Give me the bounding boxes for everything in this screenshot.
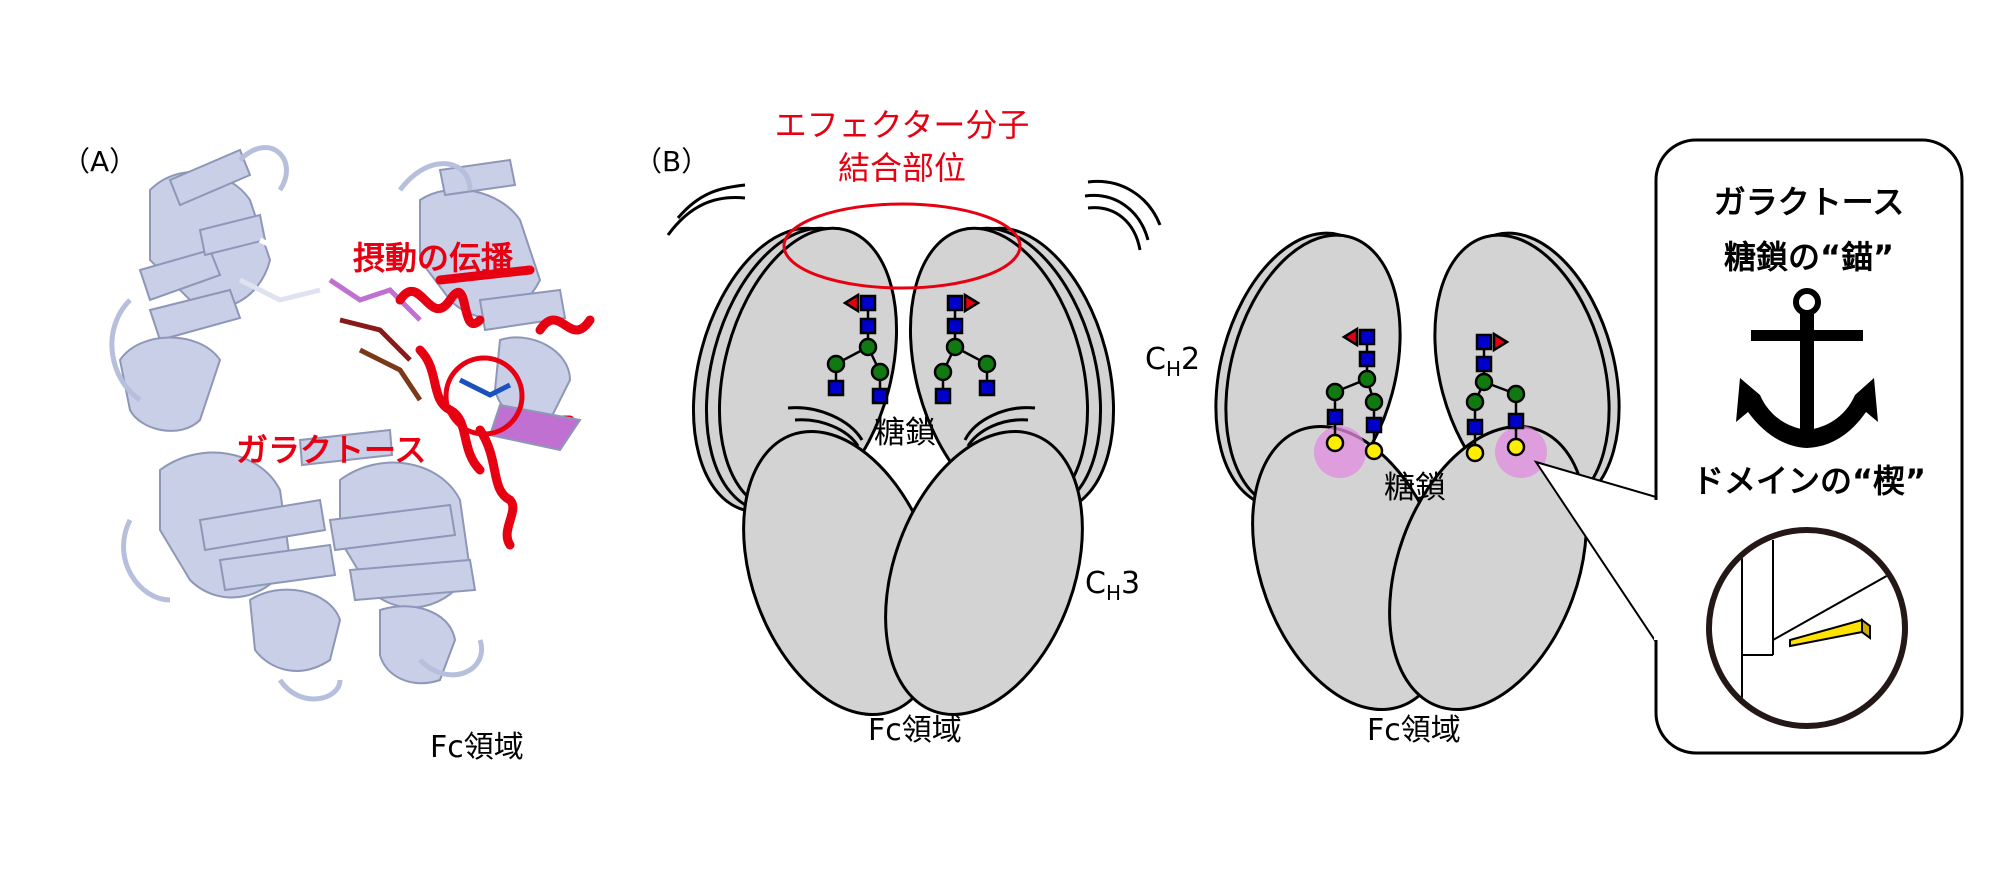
panel-a-label: （A） — [62, 145, 138, 178]
anchor-icon — [1736, 288, 1878, 448]
effector-site-label-line2: 結合部位 — [837, 149, 966, 187]
effector-site-oval — [782, 202, 1022, 290]
ch2-label: CH2 — [1145, 342, 1201, 381]
glycan-right-a — [933, 292, 997, 405]
motion-arcs — [666, 179, 1162, 447]
callout-title-line1: ガラクトース — [1713, 183, 1905, 221]
fc-region-label-left: Fc領域 — [868, 713, 962, 748]
ch3-label: CH3 — [1085, 566, 1141, 605]
protein-ribbon — [118, 148, 572, 685]
galactose-circle — [443, 355, 525, 437]
fc-region-label-a: Fc領域 — [430, 730, 524, 765]
glycan-right-b — [1465, 331, 1526, 463]
callout-wedge-label: ドメインの“楔” — [1691, 462, 1927, 500]
galactose-label-a: ガラクトース — [236, 431, 427, 469]
glycan-sticks — [238, 237, 512, 402]
glycan-label-right: 糖鎖 — [1384, 470, 1446, 506]
glycan-label-left: 糖鎖 — [874, 415, 936, 451]
fc-region-label-right: Fc領域 — [1367, 713, 1461, 748]
effector-site-label-line1: エフェクター分子 — [774, 106, 1030, 144]
glycan-left-b — [1325, 326, 1384, 461]
galactose-highlight-left — [1314, 426, 1366, 478]
wedge-icon — [1706, 527, 1908, 729]
perturbation-propagation-label: 摂動の伝播 — [353, 239, 514, 277]
panel-b-label: （B） — [634, 145, 710, 178]
glycan-left-a — [826, 292, 890, 405]
callout-title-line2: 糖鎖の“錨” — [1723, 238, 1895, 276]
